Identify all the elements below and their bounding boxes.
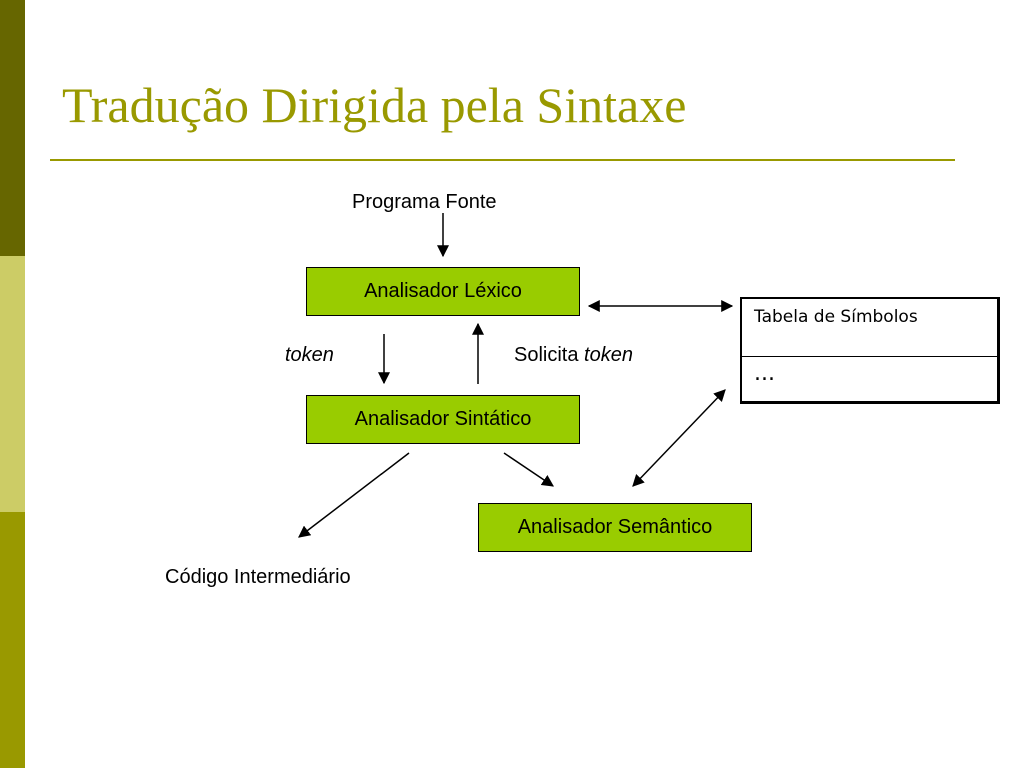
- arrow-semantic-symtab: [632, 389, 726, 487]
- sidebar-block-bottom: [0, 512, 25, 768]
- symbol-table-header: Tabela de Símbolos: [742, 299, 997, 357]
- arrow-parser-to-intermediate: [298, 452, 410, 538]
- sidebar-block-top: [0, 0, 25, 256]
- semantic-label: Analisador Semântico: [517, 516, 713, 538]
- parser-box: Analisador Sintático: [306, 395, 580, 444]
- lexer-label: Analisador Léxico: [364, 280, 522, 302]
- sidebar-block-middle: [0, 256, 25, 512]
- symbol-table: Tabela de Símbolos ...: [740, 297, 1000, 404]
- intermediate-code-label: Código Intermediário: [165, 566, 351, 588]
- semantic-box: Analisador Semântico: [478, 503, 752, 552]
- source-program-label: Programa Fonte: [352, 191, 497, 213]
- slide-title: Tradução Dirigida pela Sintaxe: [62, 77, 687, 133]
- title-underline: [50, 159, 955, 161]
- request-token-label: Solicita token: [514, 344, 633, 366]
- symbol-table-ellipsis: ...: [754, 361, 775, 386]
- arrow-parser-to-semantic: [503, 452, 554, 487]
- token-label: token: [285, 344, 334, 366]
- lexer-box: Analisador Léxico: [306, 267, 580, 316]
- parser-label: Analisador Sintático: [354, 408, 532, 430]
